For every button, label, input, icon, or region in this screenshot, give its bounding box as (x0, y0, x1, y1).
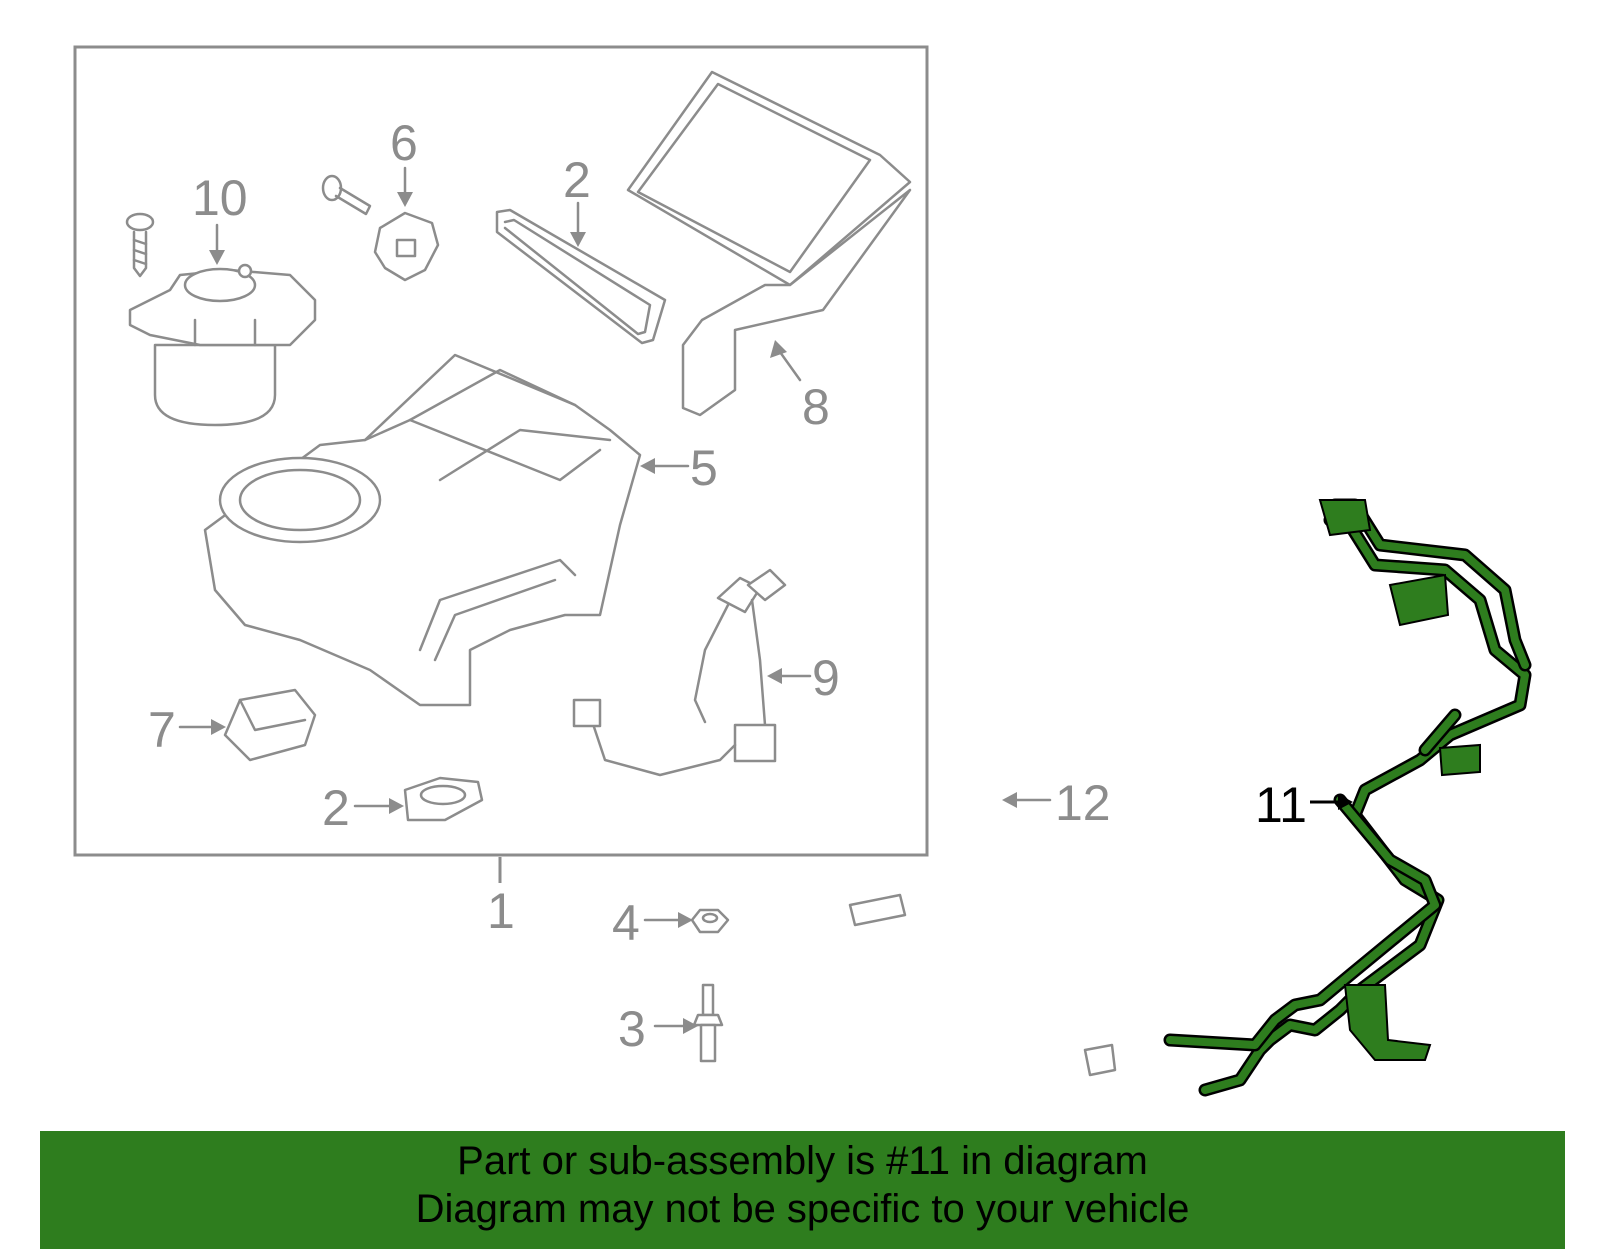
callout-9: 9 (812, 650, 840, 706)
callout-4: 4 (612, 895, 640, 951)
arrowhead-7 (211, 719, 226, 735)
part-4-nut[interactable] (690, 908, 730, 934)
banner-line-2: Diagram may not be specific to your vehi… (415, 1187, 1190, 1231)
arrowhead-3 (683, 1018, 698, 1034)
part-3-stud[interactable] (692, 983, 724, 1063)
callout-8: 8 (802, 379, 830, 435)
part-5-hvac-case[interactable] (203, 353, 642, 707)
callout-6: 6 (390, 115, 418, 171)
arrowhead-11 (1338, 794, 1353, 810)
arrowhead-4 (678, 912, 693, 928)
part-12-heater-hose[interactable] (830, 575, 1155, 1105)
callout-5: 5 (690, 440, 718, 496)
tube-bracket-top (1318, 499, 1372, 537)
arrowhead-2-upper (570, 232, 586, 247)
arrowhead-10 (209, 250, 225, 265)
part-10-blower-motor[interactable] (128, 263, 317, 427)
part-8-evaporator[interactable] (626, 70, 912, 417)
part-2-grommet[interactable] (403, 776, 484, 822)
arrowhead-6 (397, 192, 413, 207)
callout-3: 3 (618, 1001, 646, 1057)
part-7-module[interactable] (223, 688, 317, 762)
arrowhead-5 (640, 458, 655, 474)
callout-2-upper: 2 (563, 152, 591, 208)
tube-bracket-mid-upper (1388, 573, 1450, 627)
part-9-wire-harness[interactable] (572, 568, 787, 777)
part-10-screw[interactable] (125, 212, 155, 278)
callout-7: 7 (148, 702, 176, 758)
callout-1: 1 (487, 883, 515, 939)
tube-bracket-mid (1438, 743, 1481, 777)
part-2-filter-seal-upper[interactable] (495, 208, 667, 345)
part-6-screw[interactable] (321, 174, 372, 216)
callout-2-lower: 2 (322, 780, 350, 836)
callout-10: 10 (192, 170, 248, 226)
part-11-heater-tube-highlighted[interactable] (1163, 498, 1532, 1097)
banner-line-1: Part or sub-assembly is #11 in diagram (457, 1139, 1148, 1183)
leader-8 (778, 350, 802, 382)
assembly-frame (73, 45, 929, 857)
arrowhead-9 (767, 668, 782, 684)
callout-12: 12 (1055, 775, 1111, 831)
tube-bracket-bottom (1343, 984, 1432, 1061)
arrowhead-2-lower (389, 798, 404, 814)
part-6-sensor[interactable] (373, 211, 440, 282)
arrowhead-8 (770, 340, 787, 358)
arrowhead-12 (1002, 792, 1017, 808)
callout-11: 11 (1255, 777, 1307, 833)
info-banner: Part or sub-assembly is #11 in diagram D… (40, 1131, 1565, 1249)
